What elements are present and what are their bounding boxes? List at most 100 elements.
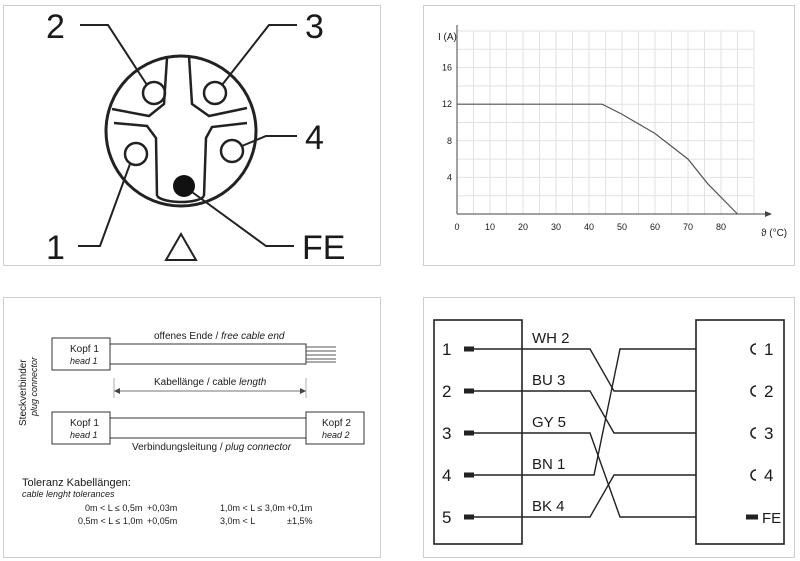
leader-line-fe	[191, 191, 294, 247]
socket-icon	[750, 385, 757, 397]
socket-icon	[750, 343, 757, 355]
arrow-right-icon	[300, 388, 306, 394]
kopf1-label-lower: Kopf 1	[70, 418, 99, 429]
tolerance-title: Toleranz Kabellängen:	[22, 477, 131, 489]
wire-wh	[522, 348, 696, 392]
left-pin-label: 3	[442, 424, 451, 443]
pin-label-2: 2	[46, 8, 65, 46]
pin-label-fe: FE	[302, 229, 345, 267]
head1-label: head 1	[70, 356, 98, 366]
pin-label-4: 4	[305, 119, 324, 157]
wire-bk	[522, 474, 696, 518]
leader-line-3	[221, 24, 297, 86]
x-tick-label: 20	[518, 222, 528, 232]
left-pin-label: 2	[442, 382, 451, 401]
left-pin-label: 5	[442, 508, 451, 527]
wire-label: BU 3	[532, 372, 565, 389]
kopf1-box-lower	[51, 411, 111, 445]
x-tick-label: 60	[650, 222, 660, 232]
wire-label: BK 4	[532, 498, 565, 515]
tolerance-range: 3,0m < L	[220, 516, 255, 526]
tolerance-range: 1,0m < L ≤ 3,0m	[220, 503, 285, 513]
arrow-left-icon	[114, 388, 120, 394]
y-tick-label: 4	[447, 172, 452, 182]
key-segment	[113, 121, 159, 197]
wire-label: WH 2	[532, 330, 570, 347]
length-label: Kabellänge / cable length	[154, 377, 267, 388]
pin-4-contact	[219, 138, 245, 164]
wire-label: GY 5	[532, 414, 566, 431]
x-tick-label: 0	[454, 222, 459, 232]
tolerance-value: +0,03m	[147, 503, 177, 513]
connector-outline	[104, 54, 258, 208]
open-end-label: offenes Ende / free cable end	[154, 331, 285, 342]
right-pin-label: FE	[762, 510, 781, 527]
head2-label: head 2	[322, 430, 350, 440]
x-tick-label: 50	[617, 222, 627, 232]
side-label-en: plug connector	[29, 356, 39, 417]
x-tick-label: 30	[551, 222, 561, 232]
y-tick-label: 8	[447, 136, 452, 146]
right-pin-label: 3	[764, 424, 773, 443]
cable-drawing: Kopf 1 head 1 offenes Ende / free cable …	[18, 331, 365, 526]
socket-icon	[750, 469, 757, 481]
series-line	[457, 103, 738, 215]
pin-label-3: 3	[305, 8, 324, 46]
pin-3-contact	[202, 80, 228, 106]
kopf1-box	[51, 337, 111, 371]
left-pin-label: 1	[442, 340, 451, 359]
side-label-de: Steckverbinder	[18, 359, 29, 426]
kopf2-label: Kopf 2	[322, 418, 351, 429]
x-tick-label: 70	[683, 222, 693, 232]
chart-ylabel: I (A)	[438, 32, 457, 43]
key-segment	[156, 194, 206, 204]
wire-bn	[522, 348, 696, 476]
pin-fe-contact	[173, 175, 195, 197]
wire-label: BN 1	[532, 456, 565, 473]
left-connector-box	[433, 319, 523, 545]
key-segment	[187, 55, 248, 118]
chart-xlabel: ϑ (°C)	[761, 228, 787, 239]
leader-line-4	[241, 135, 297, 147]
x-tick-label: 10	[485, 222, 495, 232]
tolerance-range: 0m < L ≤ 0,5m	[85, 503, 142, 513]
right-pin-label: 4	[764, 466, 773, 485]
pinout-panel: 2 3 4 1 FE	[3, 5, 381, 267]
right-pin-label: 1	[764, 340, 773, 359]
cable-drawing-panel: Kopf 1 head 1 offenes Ende / free cable …	[3, 297, 381, 558]
tolerance-value: +0,1m	[287, 503, 312, 513]
right-connector-box	[695, 319, 785, 545]
right-pin-label: 2	[764, 382, 773, 401]
pin-1-contact	[123, 141, 149, 167]
connection-cable-body	[109, 417, 307, 439]
connection-label: Verbindungsleitung / plug connector	[132, 442, 292, 453]
leader-line-2	[80, 24, 148, 86]
tolerance-value: ±1,5%	[287, 516, 312, 526]
wire-bu	[522, 390, 696, 434]
x-tick-label: 40	[584, 222, 594, 232]
pin-2-contact	[141, 80, 167, 106]
tolerance-value: +0,05m	[147, 516, 177, 526]
y-tick-label: 12	[442, 99, 452, 109]
x-axis-arrow-icon	[765, 211, 772, 217]
cable-open-body	[109, 343, 307, 365]
pin-label-1: 1	[46, 229, 65, 267]
pinout-diagram: 2 3 4 1 FE	[46, 8, 345, 267]
key-segment	[111, 57, 169, 118]
key-segment	[202, 121, 248, 197]
chart-axes	[456, 25, 772, 217]
x-tick-label: 80	[716, 222, 726, 232]
left-pin-label: 4	[442, 466, 451, 485]
wiring-diagram: 1 2 3 4 5 WH 2 BU 3 GY 5 BN 1 BK 4 1 2 3…	[433, 319, 785, 545]
leader-line-1	[78, 163, 131, 247]
chart-series	[457, 103, 738, 215]
wire-gy	[522, 432, 696, 518]
kopf2-box	[305, 411, 365, 445]
tolerance-title-en: cable lenght tolerances	[22, 489, 115, 499]
triangle-icon	[164, 231, 198, 261]
wires	[522, 348, 696, 518]
wiring-panel: 1 2 3 4 5 WH 2 BU 3 GY 5 BN 1 BK 4 1 2 3…	[423, 297, 795, 558]
